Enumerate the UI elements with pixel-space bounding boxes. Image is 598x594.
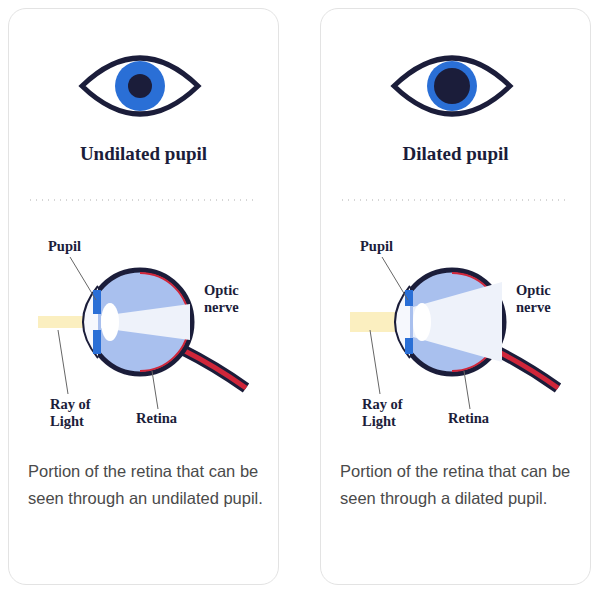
part-label: Ray of Light [362,396,412,431]
part-label: Ray of Light [50,396,100,431]
part-label: Optic nerve [516,282,572,317]
part-label: Pupil [360,238,420,255]
part-label: Optic nerve [204,282,260,317]
card-caption: Portion of the retina that can be seen t… [340,458,580,511]
part-label: Retina [448,410,508,427]
part-label: Pupil [48,238,108,255]
card-title: Undilated pupil [9,143,278,165]
card-caption: Portion of the retina that can be seen t… [28,458,268,511]
part-label: Retina [136,410,196,427]
card-title: Dilated pupil [321,143,590,165]
